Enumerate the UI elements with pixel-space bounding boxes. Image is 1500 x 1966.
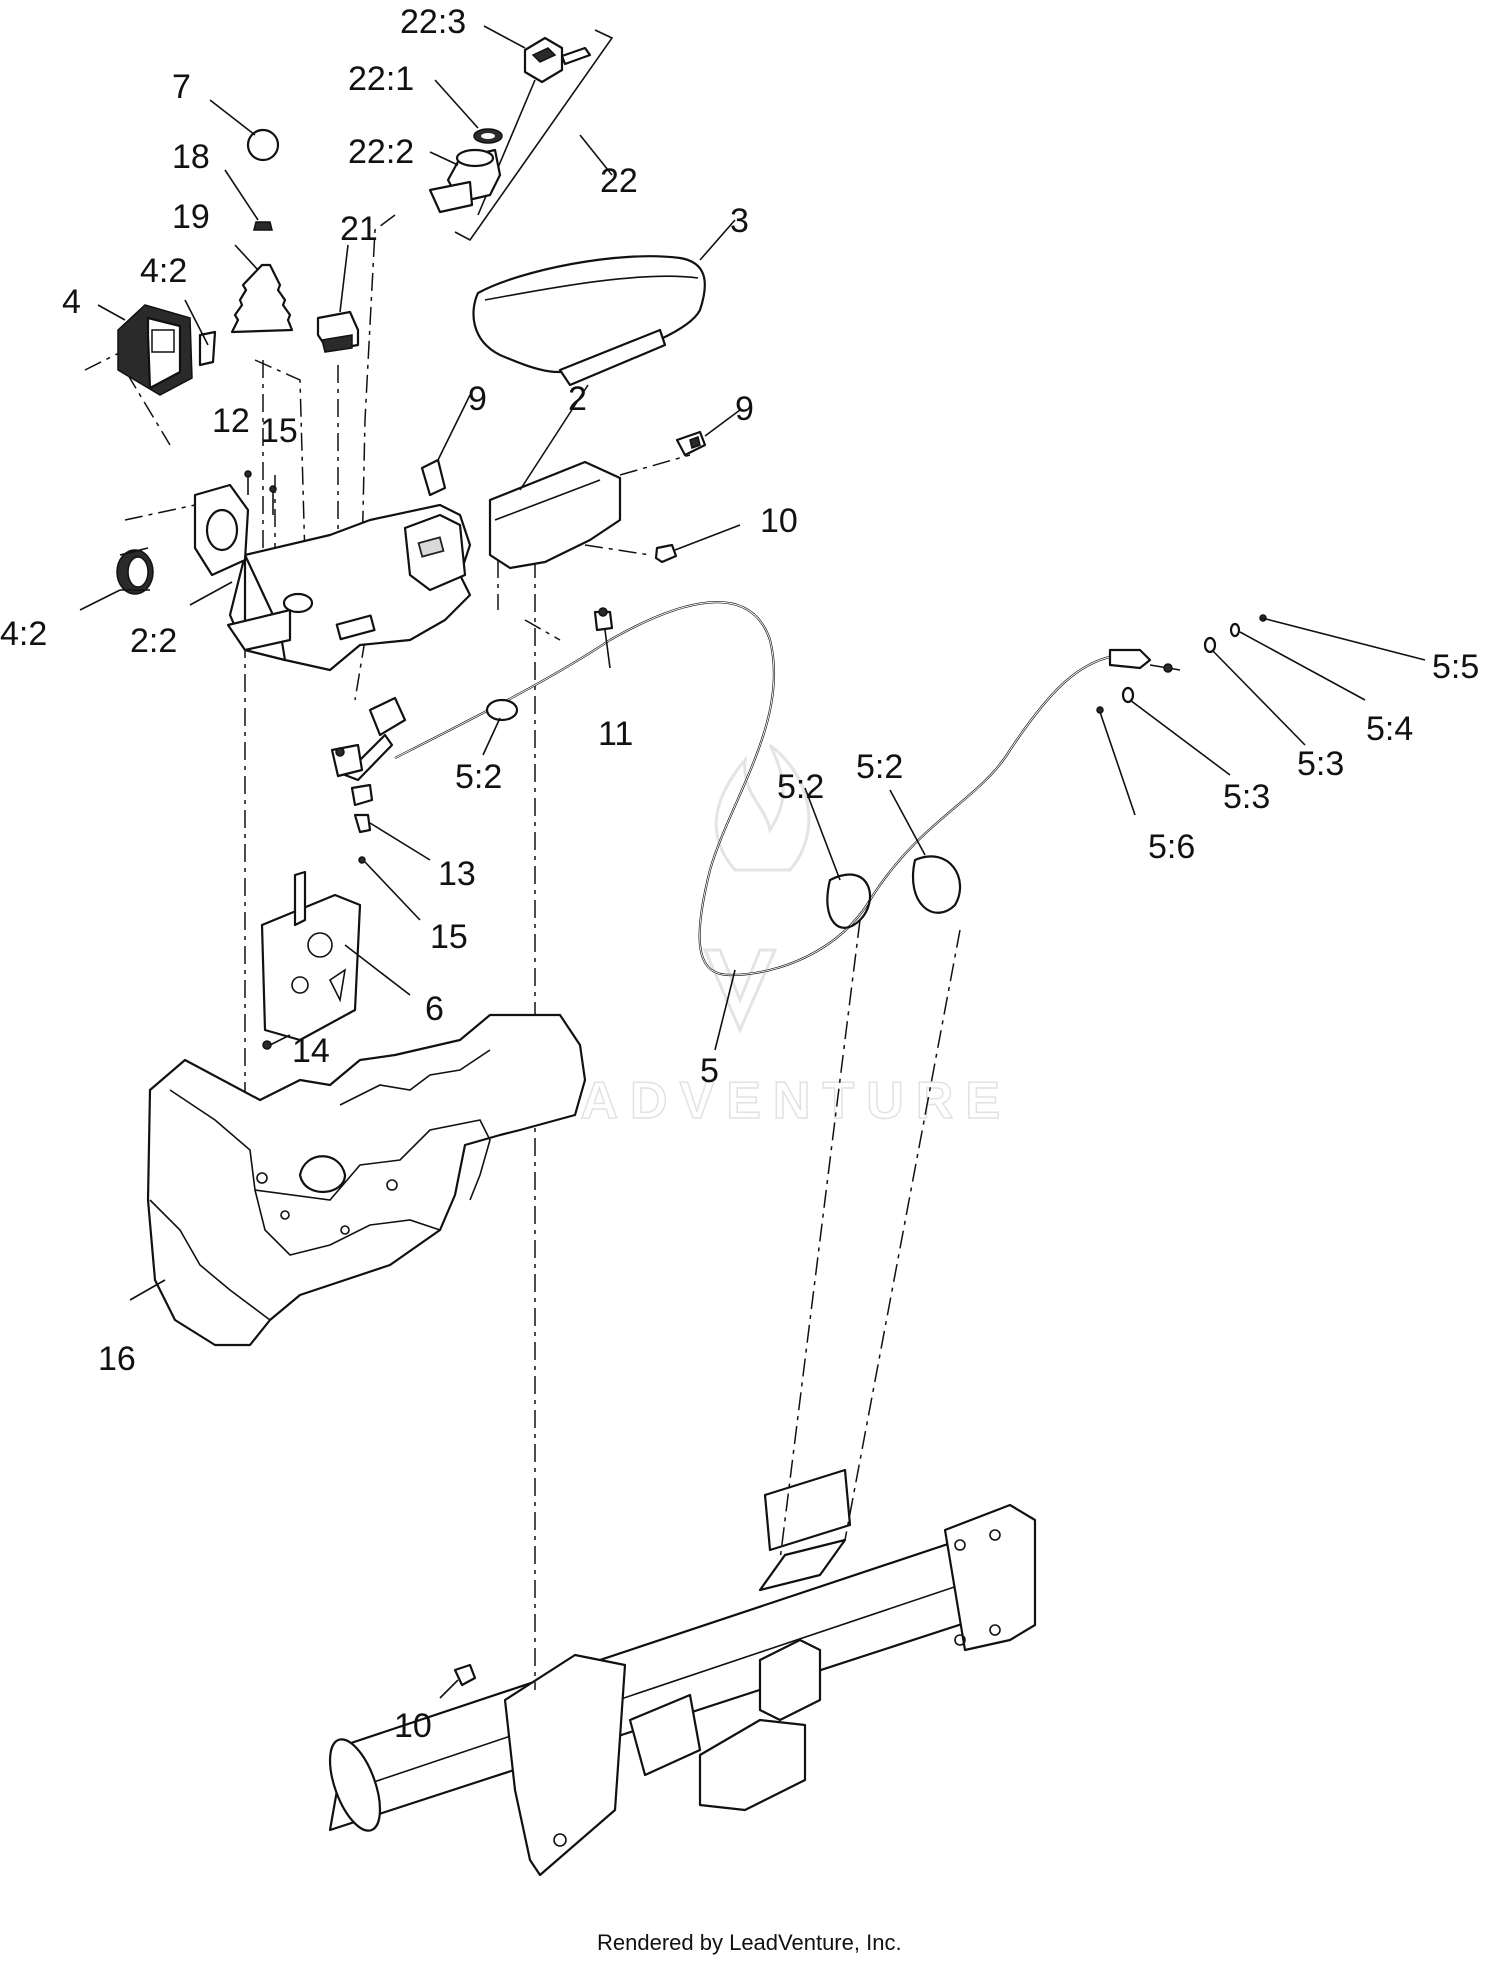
callout-22-3: 22:3 [400, 3, 466, 41]
callout-15-top: 15 [260, 412, 298, 450]
callout-5-2-a: 5:2 [455, 758, 502, 796]
callout-5-2-b: 5:2 [777, 768, 824, 806]
callout-13: 13 [438, 855, 476, 893]
key-switch-assembly [428, 29, 614, 242]
callout-16: 16 [98, 1340, 136, 1378]
callout-9-left: 9 [468, 380, 487, 418]
console-cover [146, 1013, 587, 1347]
callout-19: 19 [172, 198, 210, 236]
shift-knob-group [230, 128, 294, 334]
callout-10-bottom: 10 [394, 1707, 432, 1745]
callout-10-top: 10 [760, 502, 798, 540]
callout-6: 6 [425, 990, 444, 1028]
callout-22: 22 [600, 162, 638, 200]
callout-22-2: 22:2 [348, 133, 414, 171]
callout-12: 12 [212, 402, 250, 440]
callout-4-2-left: 4:2 [0, 615, 47, 653]
callout-2: 2 [568, 380, 587, 418]
callout-5-2-c: 5:2 [856, 748, 903, 786]
callout-18: 18 [172, 138, 210, 176]
callout-14: 14 [292, 1032, 330, 1070]
callout-5-6: 5:6 [1148, 828, 1195, 866]
alignment-lines [84, 214, 961, 1690]
callout-3: 3 [730, 202, 749, 240]
frame-assembly [328, 1468, 1037, 1877]
callout-5: 5 [700, 1052, 719, 1090]
rocker-switch [316, 310, 360, 353]
throttle-cable [394, 601, 1267, 977]
callout-labels: 22:3 22:1 22:2 22 7 18 19 21 3 4 4:2 4:2… [0, 3, 1479, 1745]
display-module [116, 304, 217, 595]
callout-22-1: 22:1 [348, 60, 414, 98]
callout-5-4: 5:4 [1366, 710, 1413, 748]
callout-4: 4 [62, 283, 81, 321]
footer-credit: Rendered by LeadVenture, Inc. [597, 1930, 902, 1955]
console-bracket [193, 430, 707, 672]
leader-lines [79, 25, 1426, 1699]
armrest [472, 255, 706, 387]
callout-9-right: 9 [735, 390, 754, 428]
callout-7: 7 [172, 68, 191, 106]
callout-15-bottom: 15 [430, 918, 468, 956]
callout-5-3-b: 5:3 [1223, 778, 1270, 816]
callout-21: 21 [340, 210, 378, 248]
throttle-linkage [260, 696, 407, 1050]
callout-4-2-top: 4:2 [140, 252, 187, 290]
callout-5-5: 5:5 [1432, 648, 1479, 686]
callout-11: 11 [598, 715, 633, 753]
callout-2-2: 2:2 [130, 622, 177, 660]
callout-5-3-a: 5:3 [1297, 745, 1344, 783]
